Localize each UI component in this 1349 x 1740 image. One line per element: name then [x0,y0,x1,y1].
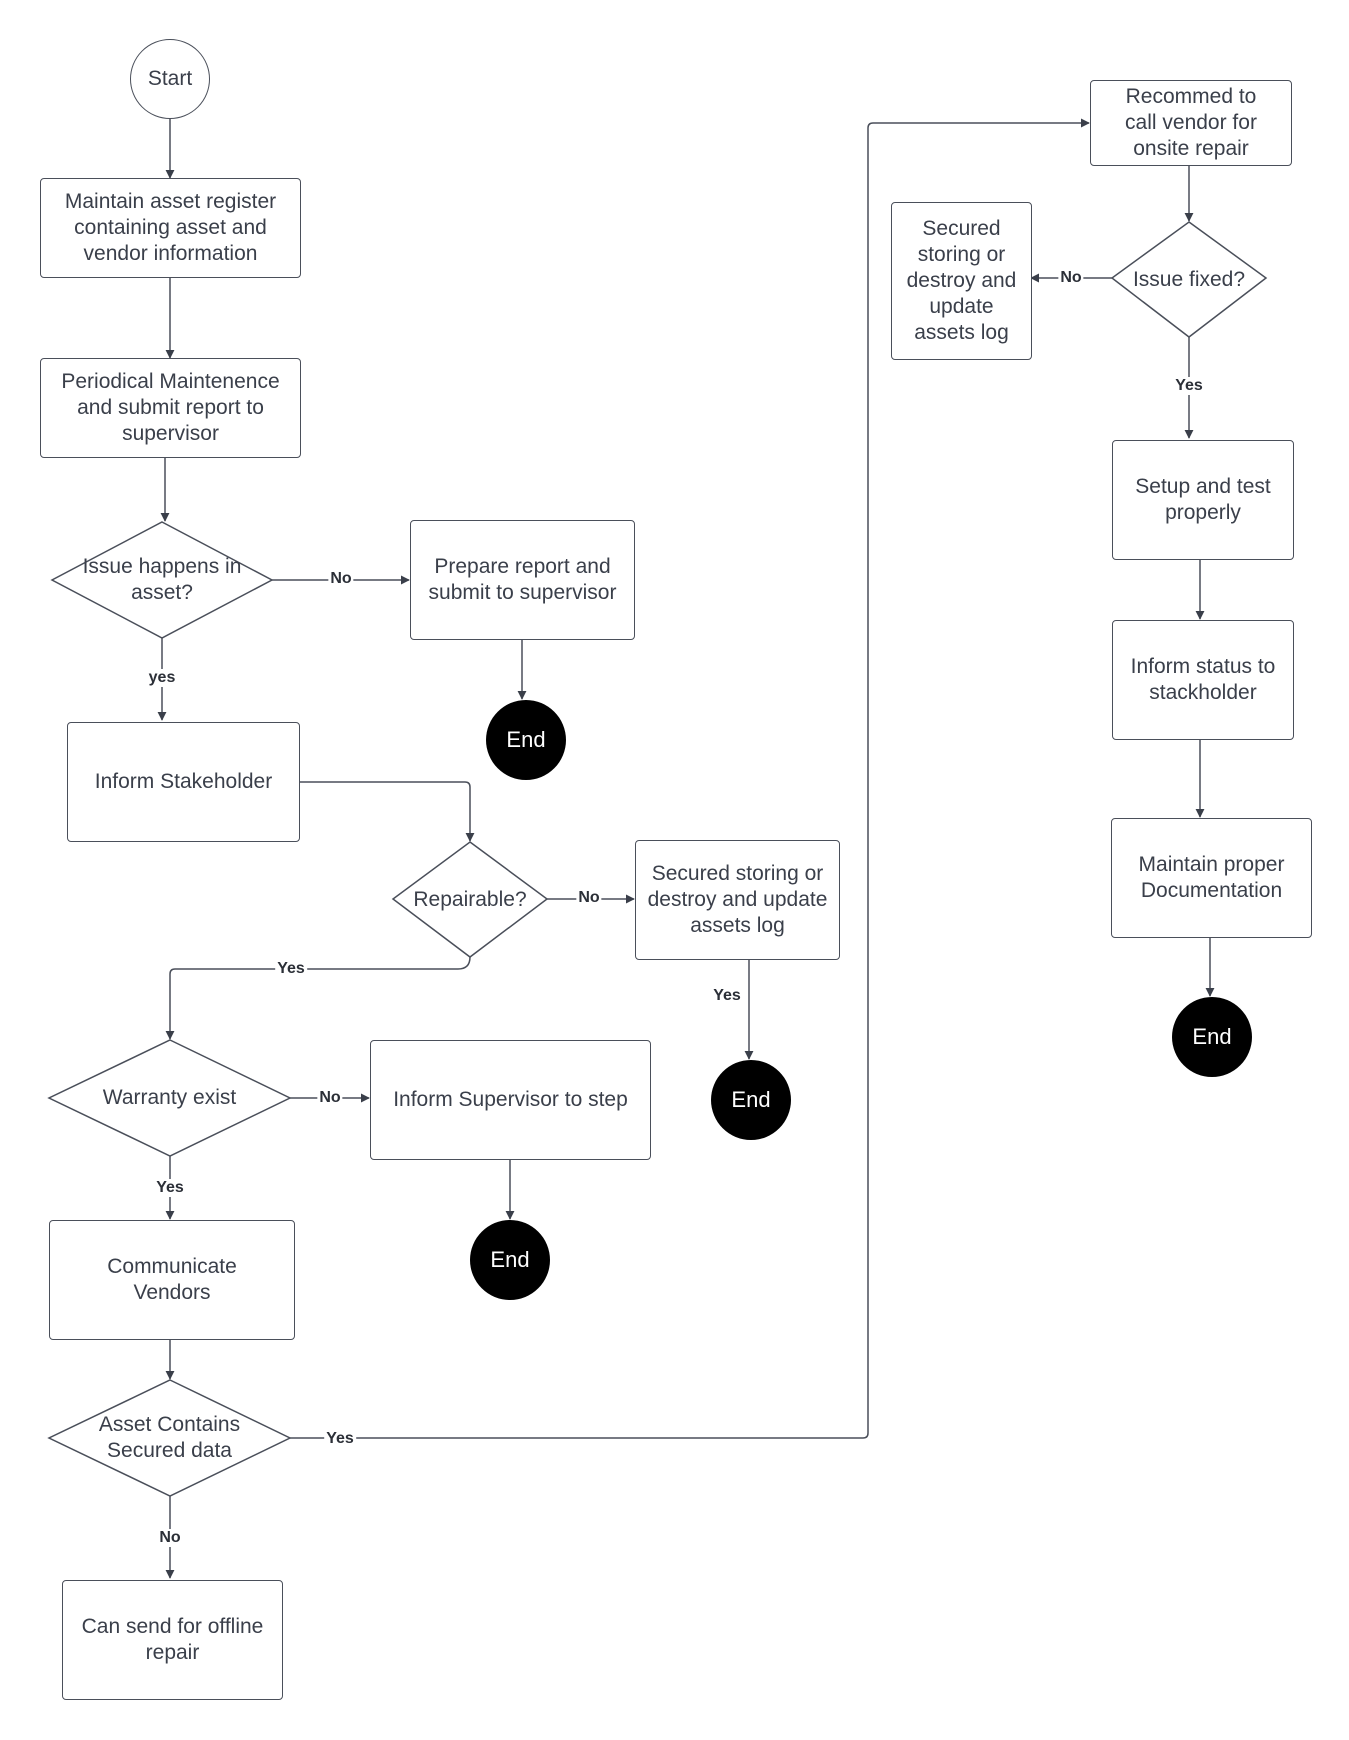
edge-label-repairable-no: No [576,889,602,907]
edge-label-issue-yes: yes [146,669,178,687]
edge-label-issue-no: No [328,570,354,588]
maintain-documentation-step: Maintain proper Documentation [1111,818,1312,938]
edge-label-repairable-yes: Yes [275,960,307,978]
edge-contains-yes [290,118,1090,1439]
secured-storing-step-right: Secured storing or destroy and update as… [891,202,1032,360]
inform-stakeholder-step: Inform Stakeholder [67,722,300,842]
edge-label-contains-yes: Yes [324,1430,356,1448]
end-node-2: End [711,1060,791,1140]
inform-status-step: Inform status to stackholder [1112,620,1294,740]
secured-storing-step-mid: Secured storing or destroy and update as… [635,840,840,960]
edge-label-warranty-no: No [317,1089,343,1107]
repairable-decision: Repairable? [413,887,527,911]
recommend-vendor-step: Recommed to call vendor for onsite repai… [1090,80,1292,166]
prepare-report-step: Prepare report and submit to supervisor [410,520,635,640]
edge-label-warranty-yes: Yes [154,1179,186,1197]
edge-repairable-yes [165,956,471,1040]
periodical-maintenance-step: Periodical Maintenence and submit report… [40,358,301,458]
end-node-3: End [470,1220,550,1300]
inform-supervisor-step: Inform Supervisor to step [370,1040,651,1160]
end-node-4: End [1172,997,1252,1077]
maintain-register-step: Maintain asset register containing asset… [40,178,301,278]
edge-label-secured-yes: Yes [711,987,743,1005]
offline-repair-step: Can send for offline repair [62,1580,283,1700]
start-node: Start [130,39,210,119]
issue-happens-decision: Issue happens in asset? [82,555,242,604]
contains-secured-data-decision: Asset Contains Secured data [98,1413,241,1462]
edge-stakeholder-to-repairable [300,781,475,842]
edge-label-contains-no: No [157,1529,183,1547]
issue-fixed-decision: Issue fixed? [1132,267,1246,291]
edge-label-fixed-yes: Yes [1173,377,1205,395]
end-node-1: End [486,700,566,780]
warranty-exist-decision: Warranty exist [102,1086,237,1109]
communicate-vendors-step: Communicate Vendors [49,1220,295,1340]
edge-label-fixed-no: No [1058,269,1084,287]
setup-test-step: Setup and test properly [1112,440,1294,560]
